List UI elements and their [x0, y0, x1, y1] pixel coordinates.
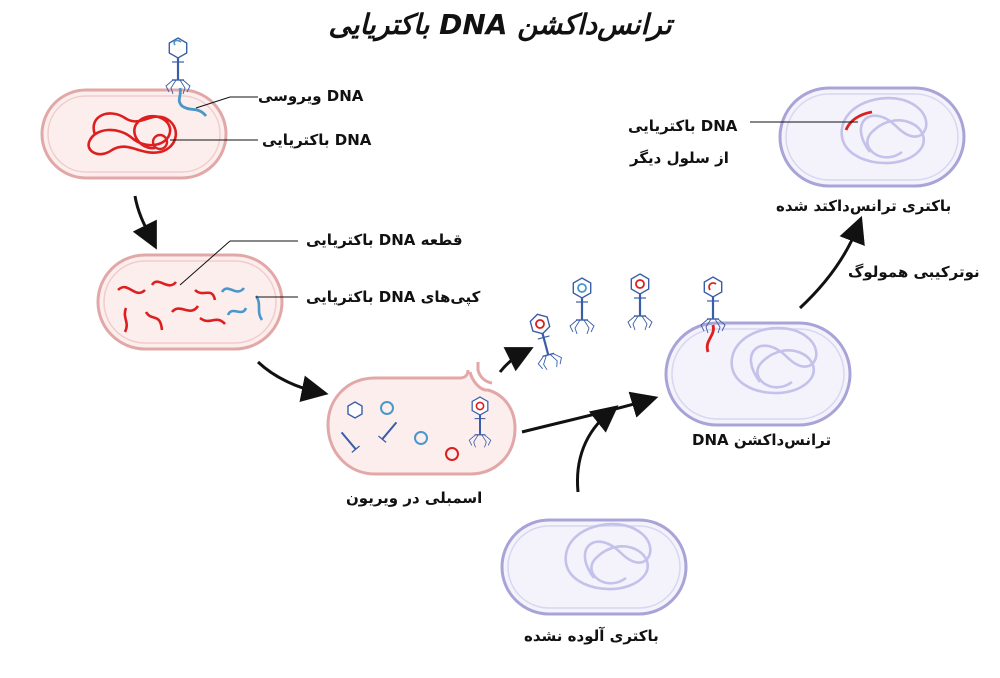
phage-tail-1 — [340, 431, 360, 453]
label-transduced-bacterium: باکتری ترانس‌داکتد شده — [776, 197, 952, 215]
page-title: ترانس‌داکشن DNA باکتریایی — [328, 8, 672, 41]
label-bacterial-dna-fragment: قطعه DNA باکتریایی — [306, 231, 463, 249]
integrated-bacterial-dna — [844, 110, 873, 131]
label-uninfected-bacterium: باکتری آلوده نشده — [524, 627, 659, 645]
arrow-3 — [521, 391, 659, 434]
arrow-release — [498, 347, 534, 373]
released-phage-2 — [568, 276, 596, 336]
released-phage-3 — [626, 272, 654, 332]
leader-fragment — [179, 240, 231, 286]
virion-components — [340, 396, 492, 461]
label-homologous-recombination: نوترکیبی همولوگ — [848, 263, 980, 281]
leader-viral-dna — [195, 96, 231, 109]
phage-tail-2 — [378, 421, 398, 443]
uninfected-bacterium-cell — [500, 518, 688, 616]
phage-attached-1 — [164, 36, 192, 96]
viral-dna-copies — [220, 287, 264, 321]
assembled-phage — [468, 396, 492, 449]
bacterial-dna-fragments — [117, 280, 226, 333]
phage-injecting — [699, 275, 727, 335]
injected-bacterial-dna — [705, 324, 715, 353]
lysing-bacterium-cell — [326, 362, 517, 476]
arrow-recombination — [798, 215, 865, 310]
label-viral-dna: DNA ویروسی — [258, 87, 364, 105]
bacterial-dna-ring — [445, 447, 459, 461]
viral-dna-strand — [177, 87, 208, 117]
viral-dna-ring-1 — [380, 401, 394, 415]
empty-capsid — [347, 401, 363, 419]
viral-dna-ring-2 — [414, 431, 428, 445]
label-dna-transduction: ترانس‌داکشن DNA — [692, 431, 832, 449]
fragmented-dna-cell — [96, 253, 284, 351]
label-virion-assembly: اسمبلی در ویریون — [346, 489, 483, 507]
arrow-uninfected — [575, 405, 619, 493]
label-bacterial-dna-other-cell: DNA باکتریایی — [628, 117, 738, 135]
label-bacterial-dna: DNA باکتریایی — [262, 131, 372, 149]
label-from-other-cell: از سلول دیگر — [630, 149, 729, 167]
arrow-1 — [132, 195, 157, 250]
transduced-bacterium-cell — [778, 86, 966, 188]
released-phage-1 — [524, 310, 565, 373]
label-bacterial-dna-copies: کپی‌های DNA باکتریایی — [306, 288, 481, 306]
bacterial-dna-coil — [87, 112, 177, 156]
arrow-2 — [256, 360, 329, 403]
